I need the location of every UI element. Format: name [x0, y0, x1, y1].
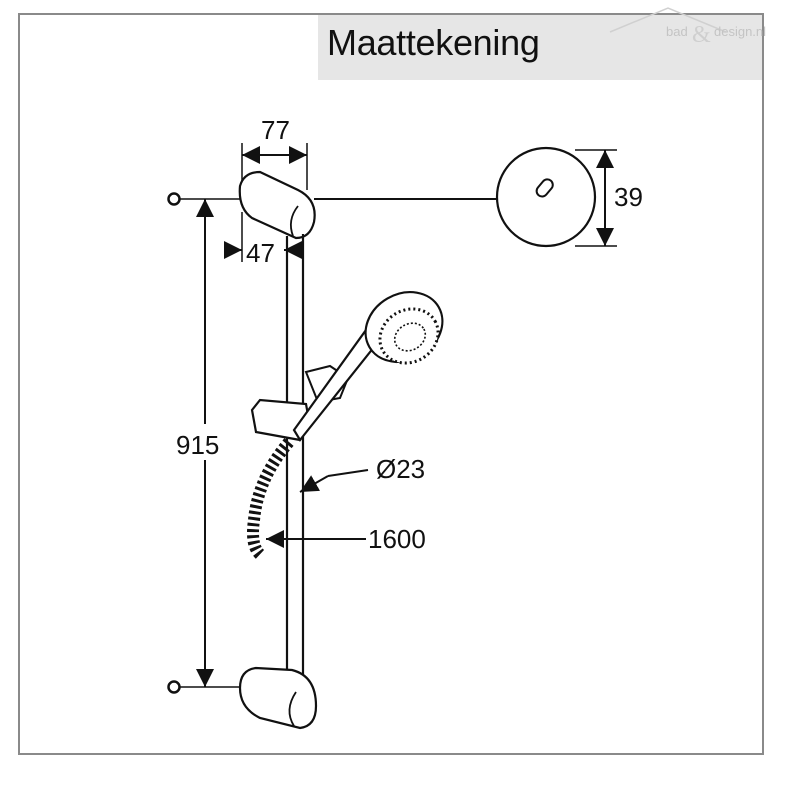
wall-anchor-top-icon — [167, 192, 181, 206]
wall-rosette-top-view — [495, 146, 597, 248]
top-wall-bracket — [238, 170, 316, 240]
watermark-logo: bad & design.nl — [609, 7, 766, 48]
house-roof-icon — [609, 7, 727, 33]
screw-slot-icon — [535, 178, 554, 198]
wall-anchor-bottom-icon — [167, 680, 181, 694]
title-bar — [318, 13, 762, 80]
watermark-text-right: design.nl — [714, 24, 766, 39]
drawing-frame — [18, 13, 764, 755]
wall-offset-label: 47 — [246, 238, 275, 268]
watermark-ampersand: & — [692, 22, 711, 48]
page-title: Maattekening — [327, 22, 540, 63]
rail-diameter-label: Ø23 — [376, 454, 425, 484]
hose-length-label: 1600 — [368, 524, 426, 554]
hand-shower-handle — [292, 328, 380, 442]
holder-width-label: 77 — [261, 115, 290, 145]
watermark-text-left: bad — [666, 24, 688, 39]
rail-length-label: 915 — [176, 430, 219, 460]
bottom-wall-bracket — [238, 666, 318, 730]
rosette-diameter-label: 39 — [614, 182, 643, 212]
shower-hose — [247, 438, 294, 561]
